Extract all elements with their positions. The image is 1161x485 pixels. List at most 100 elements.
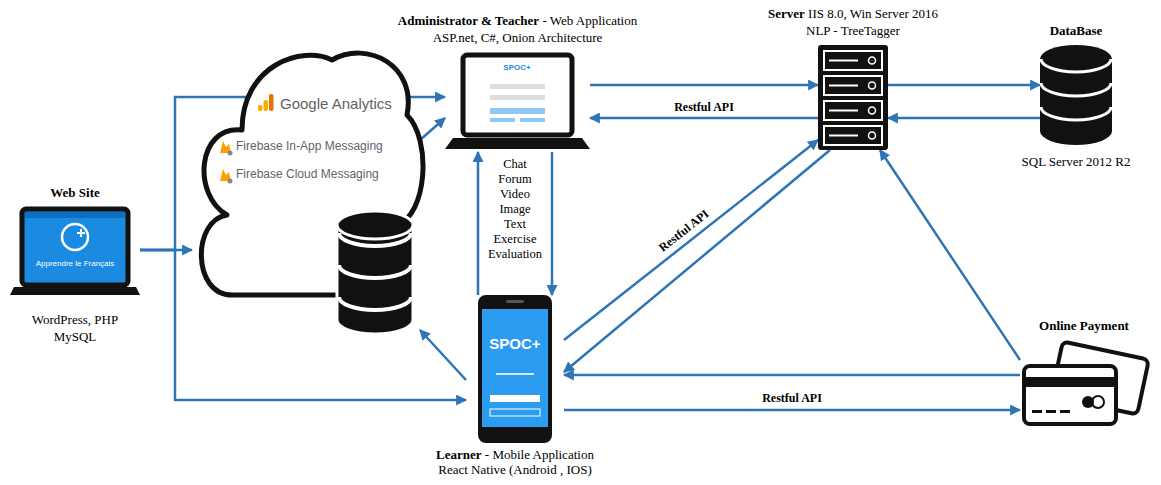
database-band [1041, 83, 1111, 96]
text-line: Administrator & Teacher- Web Application [398, 12, 637, 29]
card-digits [1032, 410, 1042, 413]
analytics-bar [258, 105, 263, 111]
node-text: ASP.net, C#, Onion Architecture [433, 30, 603, 45]
text-group: Administrator & Teacher- Web Application… [398, 12, 637, 46]
connector-arrow [477, 152, 480, 295]
text-group: Web Site [50, 184, 99, 201]
node-text: - Mobile Application [485, 447, 594, 462]
database-band [1041, 107, 1111, 120]
text-group: Firebase Cloud Messaging [236, 167, 379, 182]
server-led [869, 82, 876, 89]
card-front [1024, 366, 1116, 424]
text-line: NLP - TreeTagger [768, 22, 938, 39]
card-digits [1060, 410, 1070, 413]
server-led [869, 57, 876, 64]
server-body [818, 45, 888, 150]
laptop-base [10, 287, 140, 295]
node-text: React Native (Android , IOS) [438, 462, 591, 477]
database-top [337, 211, 413, 239]
node-text: Firebase In-App Messaging [236, 139, 383, 153]
text-group: Online Payment [1039, 317, 1129, 334]
text-line: ASP.net, C#, Onion Architecture [398, 29, 637, 46]
firebase-badge [228, 179, 233, 184]
connector-arrow [551, 152, 554, 295]
cloud-services: Google AnalyticsFirebase In-App Messagin… [192, 45, 420, 337]
form-button [520, 118, 545, 122]
node-heading: SPOC+ [489, 335, 540, 352]
database-band [339, 297, 411, 310]
connector-arrow [564, 409, 1020, 412]
database-band [339, 233, 411, 246]
database-icon [337, 225, 413, 334]
mobile-phone: SPOC+Learner- Mobile ApplicationReact Na… [466, 295, 564, 443]
firebase-badge [228, 151, 233, 156]
server-line [829, 85, 858, 87]
phone-body [478, 295, 552, 443]
text-group: Learner- Mobile ApplicationReact Native … [436, 447, 594, 477]
text-group: Firebase In-App Messaging [236, 139, 383, 154]
text-line: SPOC+ [489, 335, 540, 353]
phone-button [490, 395, 540, 402]
form-button [490, 118, 515, 122]
connector-arrow [564, 374, 1020, 377]
server-line [829, 135, 858, 137]
server-slot [824, 101, 882, 120]
text-line: Firebase Cloud Messaging [236, 167, 379, 182]
node-text: SQL Server 2012 R2 [1022, 154, 1131, 169]
connector-arrow [420, 118, 445, 140]
text-group: Apprendre le Français [36, 259, 115, 269]
form-button [490, 108, 545, 114]
text-line: SQL Server 2012 R2 [1022, 153, 1131, 170]
server-slot [824, 51, 882, 70]
text-line: Apprendre le Français [36, 259, 115, 269]
payment-cards: Online Payment [1020, 340, 1148, 428]
node-icon [10, 207, 140, 297]
node-text: IIS 8.0, Win Server 2016 [808, 6, 938, 21]
connector-arrow [888, 84, 1040, 87]
node-text: WordPress, PHP MySQL [32, 312, 118, 344]
node-icon [466, 295, 564, 443]
node-text: Firebase Cloud Messaging [236, 167, 379, 181]
text-line: React Native (Android , IOS) [436, 462, 594, 477]
database-cylinder: DataBaseSQL Server 2012 R2 [1040, 45, 1112, 145]
form-field [490, 95, 545, 100]
node-icon [1040, 45, 1112, 145]
laptop-screen [463, 55, 572, 135]
phone-speaker [506, 300, 524, 303]
edge-label: Restful API [671, 100, 737, 115]
logo-circle [62, 224, 88, 250]
admin-laptop: Administrator & Teacher- Web Application… [445, 52, 590, 152]
node-text: Google Analytics [280, 95, 392, 112]
node-icon [818, 45, 888, 150]
server-slot [824, 126, 882, 145]
text-line: DataBase [1050, 22, 1103, 39]
analytics-bar [264, 100, 269, 111]
phone-screen [482, 309, 548, 427]
text-line: Online Payment [1039, 317, 1129, 334]
node-text: - Web Application [542, 13, 637, 28]
node-heading: SPOC+ [503, 63, 530, 72]
server-line [829, 110, 858, 112]
server-led [869, 132, 876, 139]
node-icon [1020, 340, 1148, 428]
node-heading: Online Payment [1039, 318, 1129, 333]
connector-arrow [888, 117, 1040, 120]
text-group: SPOC+ [503, 63, 530, 73]
database-body [1040, 59, 1112, 145]
server-rack: ServerIIS 8.0, Win Server 2016NLP - Tree… [818, 45, 888, 150]
node-text: NLP - TreeTagger [806, 23, 900, 38]
text-line: ServerIIS 8.0, Win Server 2016 [768, 5, 938, 22]
connector-arrow [420, 330, 466, 380]
text-group: WordPress, PHP MySQL [20, 311, 130, 345]
text-line: WordPress, PHP MySQL [20, 311, 130, 345]
server-line [829, 60, 858, 62]
screen-bar [25, 212, 125, 218]
database-band [1041, 59, 1111, 72]
website-laptop: Web SiteApprendre le FrançaisWordPress, … [10, 207, 140, 297]
card-stripe [1024, 377, 1116, 387]
logo-plus [77, 229, 85, 237]
connector-arrow [880, 150, 1020, 360]
text-line: Web Site [50, 184, 99, 201]
text-group: ServerIIS 8.0, Win Server 2016NLP - Tree… [768, 5, 938, 39]
node-heading: Web Site [50, 185, 99, 200]
